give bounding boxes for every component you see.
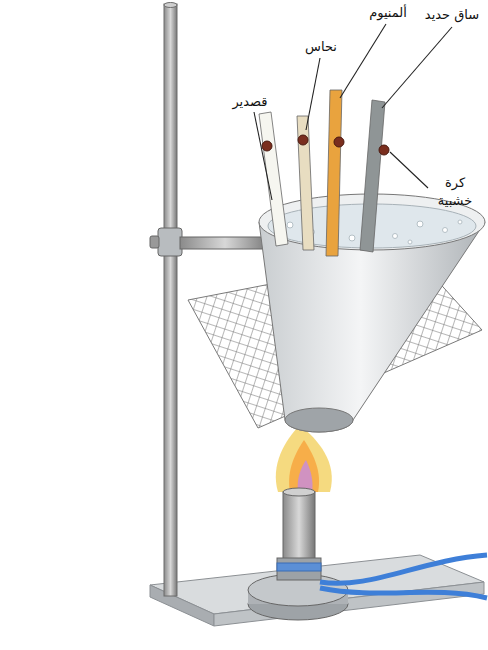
part-label: نحاس (305, 38, 337, 56)
wooden-balls (262, 135, 389, 155)
metal-rods (259, 90, 385, 256)
flame (276, 425, 332, 492)
part-label: ساق حديد (425, 6, 479, 24)
leader-lines (254, 24, 452, 200)
stand-rod (164, 4, 177, 596)
part-label: ألمنيوم (369, 4, 407, 22)
clamp (150, 228, 270, 256)
part-label: قصدير (232, 93, 267, 111)
bunsen-burner (248, 488, 487, 620)
part-label: كرة خشبية (431, 174, 479, 209)
